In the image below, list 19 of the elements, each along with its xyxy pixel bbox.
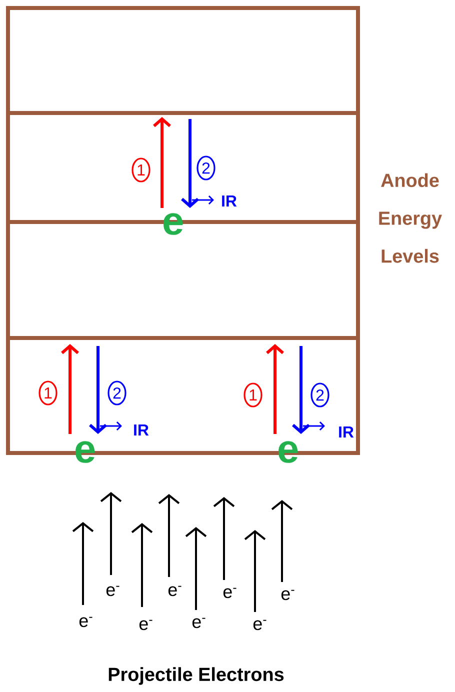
caption: Projectile Electrons bbox=[108, 667, 284, 685]
ir-label: IR bbox=[222, 196, 237, 206]
electron-label: e$^{-}$ bbox=[168, 586, 182, 596]
step-number: 2 bbox=[108, 380, 126, 406]
step-number: 2 bbox=[196, 156, 216, 180]
electron-label: e$^{-}$ bbox=[139, 620, 152, 630]
step-number: 1 bbox=[132, 158, 150, 182]
anode-label: Anode Energy Levels bbox=[379, 173, 442, 263]
step-number: 1 bbox=[244, 382, 262, 408]
electron-label: e$^{-}$ bbox=[106, 586, 120, 596]
electron-label: e$^{-}$ bbox=[223, 588, 236, 598]
step-number: 2 bbox=[310, 382, 330, 408]
step-number: 1 bbox=[38, 380, 58, 406]
ir-label: IR bbox=[134, 424, 149, 436]
electron-label: e$^{-}$ bbox=[192, 618, 206, 628]
electron-label: e$^{-}$ bbox=[79, 616, 92, 628]
ir-label: IR bbox=[339, 426, 354, 438]
electron-label: e$^{-}$ bbox=[281, 590, 294, 600]
electron-label: e$^{-}$ bbox=[253, 620, 266, 630]
